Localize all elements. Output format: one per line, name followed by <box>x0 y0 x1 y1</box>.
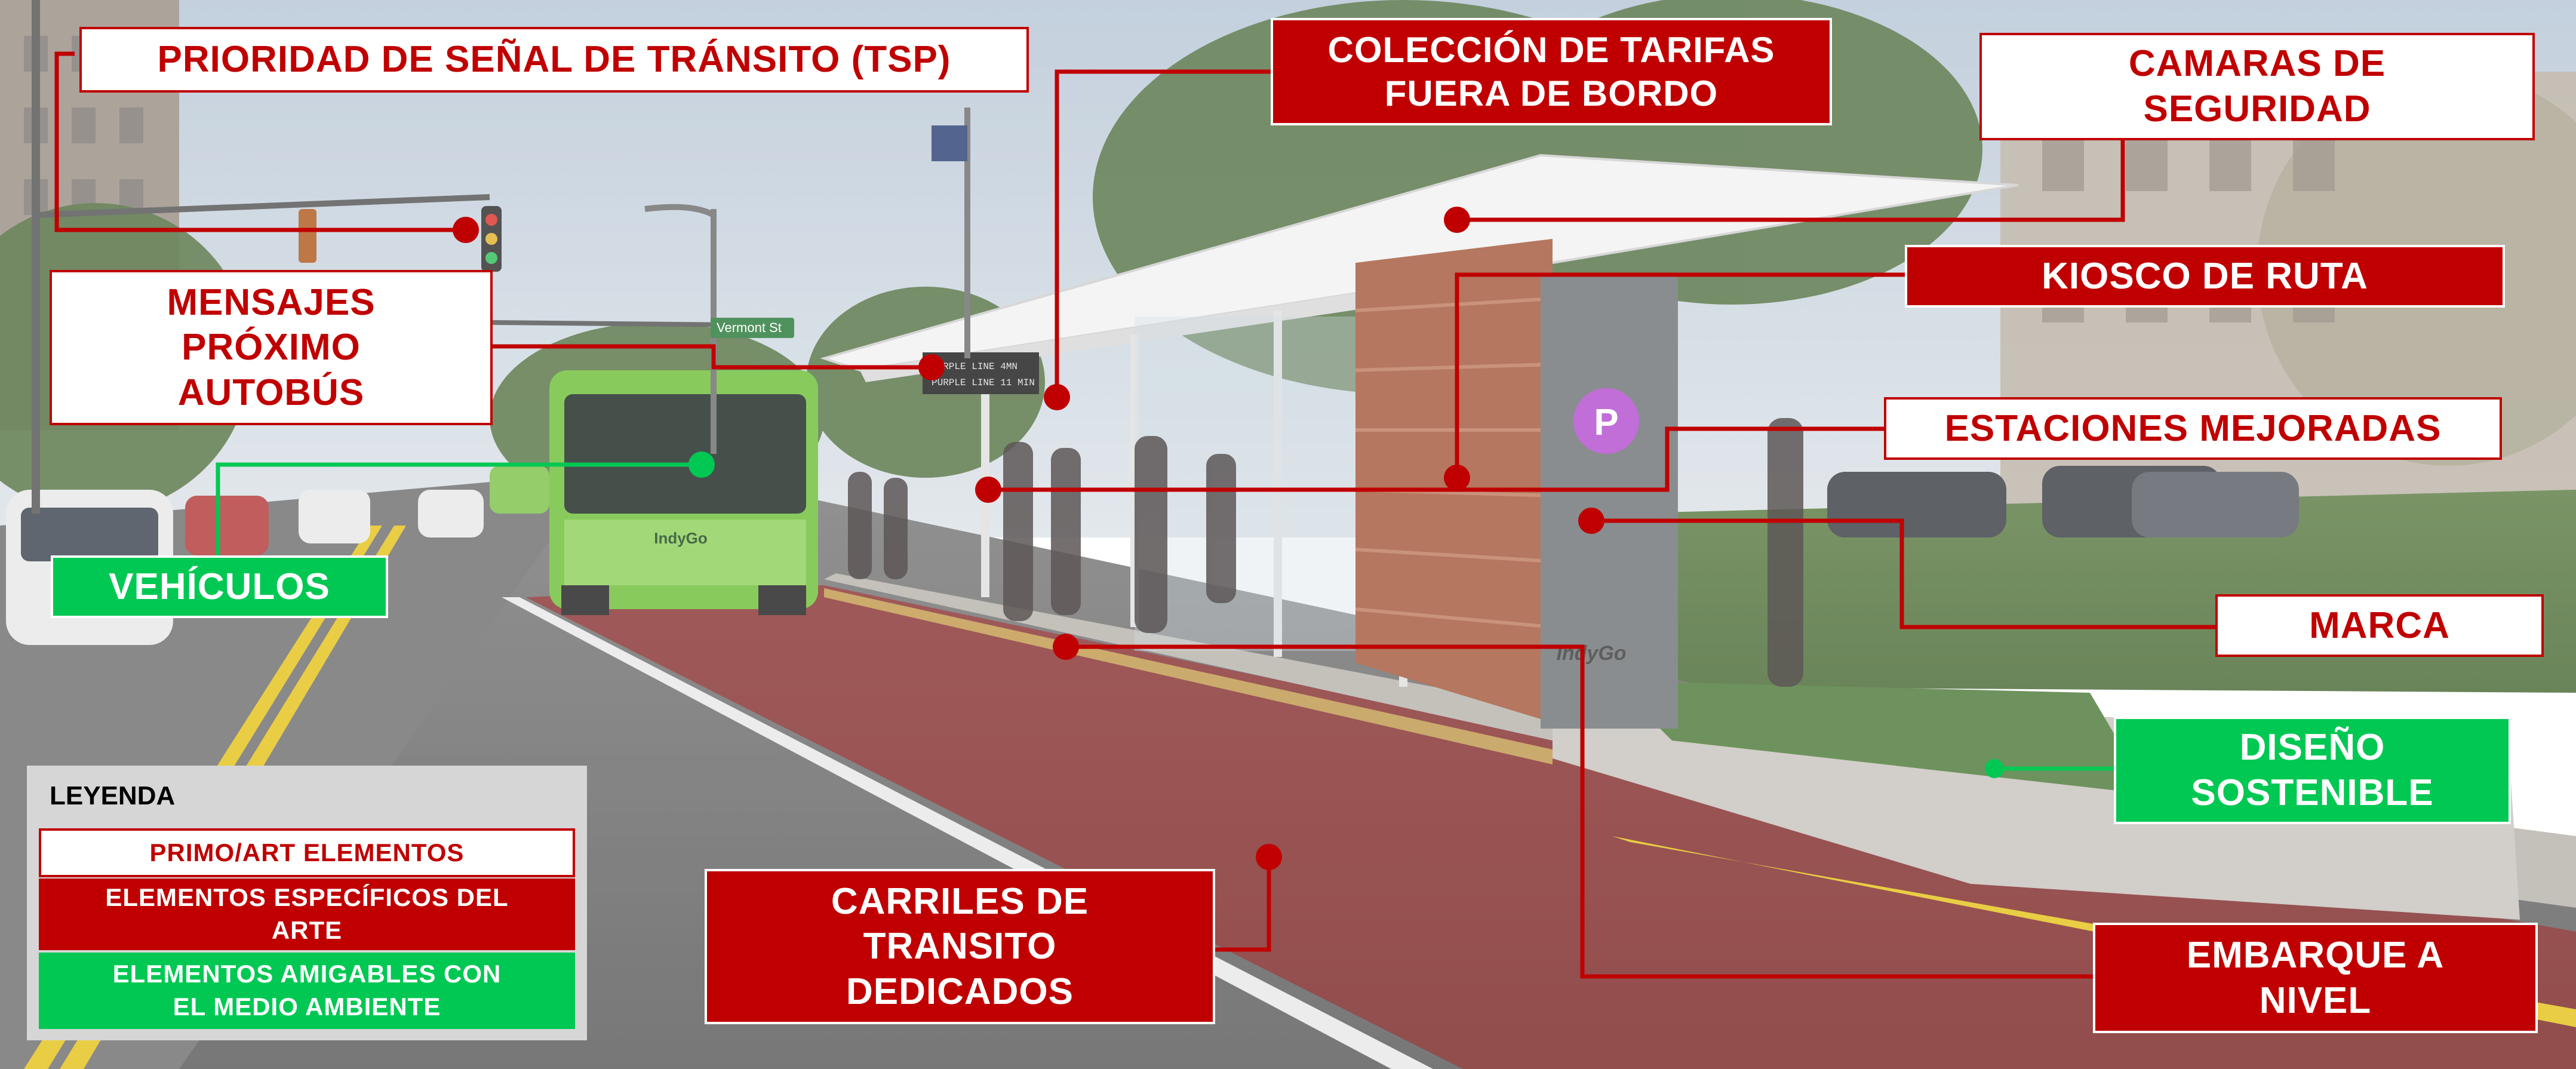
label-dedicated-lanes: CARRILES DE TRANSITO DEDICADOS <box>705 869 1215 1024</box>
callout-dot <box>1578 508 1604 534</box>
callout-dot <box>1053 634 1079 660</box>
callout-dot <box>1444 465 1470 491</box>
svg-text:PURPLE LINE 11 MIN: PURPLE LINE 11 MIN <box>932 377 1035 388</box>
legend: LEYENDA PRIMO/ART ELEMENTOS ELEMENTOS ES… <box>27 766 587 1040</box>
tsp-leader <box>54 51 466 232</box>
vehicles-leader <box>216 462 702 579</box>
level-boarding-leader <box>1066 644 2099 979</box>
dedicated-lane <box>525 585 2576 1069</box>
label-security-cameras: CAMARAS DE SEGURIDAD <box>1979 33 2535 140</box>
kiosk-column <box>1541 275 1678 729</box>
label-level-boarding: EMBARQUE A NIVEL <box>2093 923 2538 1033</box>
flag-icon <box>932 125 967 161</box>
legend-item-primo-art: PRIMO/ART ELEMENTOS <box>39 828 575 877</box>
label-tsp: PRIORIDAD DE SEÑAL DE TRÁNSITO (TSP) <box>79 27 1029 93</box>
next-bus-leader <box>490 344 932 370</box>
svg-text:Vermont St: Vermont St <box>717 320 782 335</box>
lanes-leader <box>1212 857 1271 952</box>
callout-dot <box>975 477 1001 503</box>
callout-dots <box>453 207 2004 870</box>
label-fare-collection: COLECCIÓN DE TARIFAS FUERA DE BORDO <box>1271 18 1832 125</box>
callout-dot <box>918 354 945 380</box>
callout-dot <box>1256 844 1282 870</box>
legend-item-eco-friendly: ELEMENTOS AMIGABLES CON EL MEDIO AMBIENT… <box>39 953 575 1029</box>
label-stations: ESTACIONES MEJORADAS <box>1884 397 2502 460</box>
svg-text:P: P <box>1594 402 1618 443</box>
kiosk-leader <box>1455 272 1914 478</box>
legend-title: LEYENDA <box>50 781 176 810</box>
legend-item-art-specific: ELEMENTOS ESPECÍFICOS DEL ARTE <box>39 878 575 950</box>
callout-dot <box>1044 384 1070 410</box>
brand-leader <box>1591 518 2221 629</box>
callout-dot <box>453 217 479 243</box>
camera-leader <box>1457 131 2125 222</box>
callout-dot <box>688 451 715 478</box>
traffic-light-icon <box>32 0 502 514</box>
street-sign: Vermont St <box>489 318 795 338</box>
kiosk-logo <box>1573 388 1639 454</box>
label-vehicles: VEHÍCULOS <box>51 555 388 618</box>
callout-dot <box>1985 759 2004 778</box>
label-brand: MARCA <box>2215 594 2544 657</box>
label-sustainable: DISEÑO SOSTENIBLE <box>2114 717 2511 824</box>
fare-leader <box>1055 69 1272 397</box>
label-next-bus: MENSAJES PRÓXIMO AUTOBÚS <box>50 270 493 425</box>
callout-dot <box>1444 207 1470 233</box>
label-route-kiosk: KIOSCO DE RUTA <box>1905 245 2505 308</box>
svg-text:IndyGo: IndyGo <box>654 529 708 547</box>
leader-lines <box>54 51 2221 979</box>
bus: IndyGo <box>549 370 818 615</box>
svg-text:PURPLE LINE 4MN: PURPLE LINE 4MN <box>932 361 1018 372</box>
stations-leader <box>988 426 1890 492</box>
